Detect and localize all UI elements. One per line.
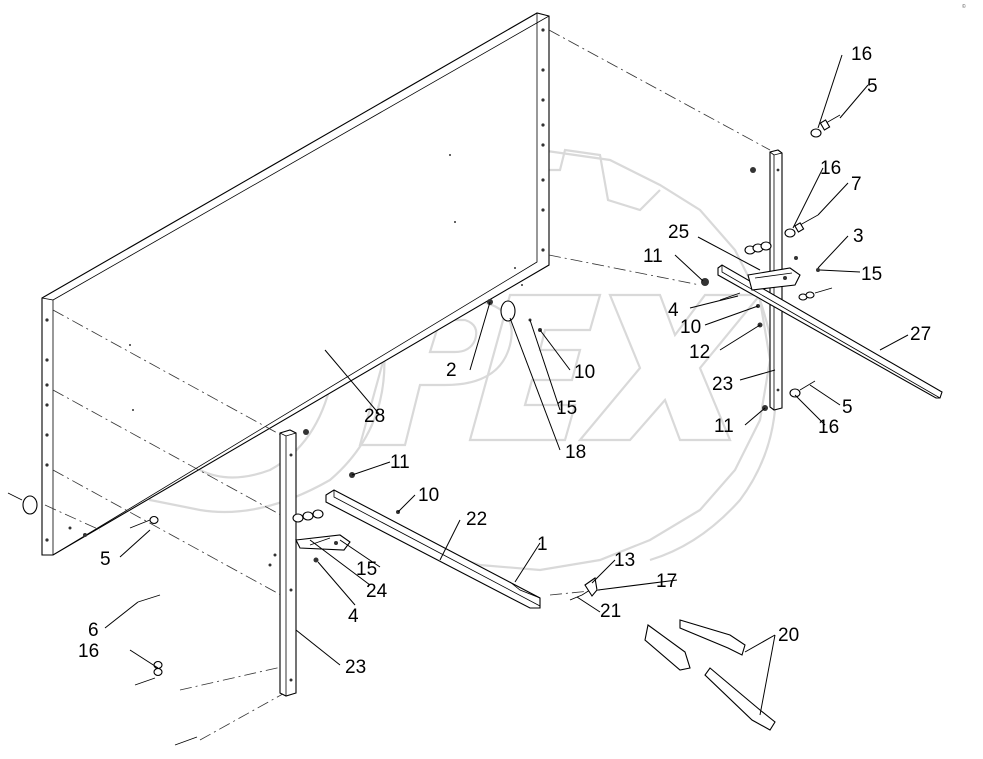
part-labels: 16 5 16 7 25 3 11 15 4 27 10 12 2 10 23 … — [78, 44, 931, 678]
bolt-5-top — [819, 114, 841, 131]
washer-16-mid — [784, 228, 796, 238]
callout-15-right: 15 — [861, 264, 882, 285]
latch-24 — [295, 534, 351, 551]
callout-15-left: 15 — [356, 559, 377, 580]
callout-4-left: 4 — [348, 606, 359, 627]
alignment-lines — [44, 29, 771, 741]
callout-27: 27 — [910, 324, 931, 345]
left-post-23 — [279, 429, 297, 697]
disc-left — [7, 492, 38, 515]
callout-2: 2 — [446, 360, 457, 381]
callout-10-right: 10 — [680, 317, 701, 338]
callout-5-top: 5 — [867, 76, 878, 97]
bolt-7 — [794, 214, 819, 233]
callout-10-center: 10 — [574, 362, 595, 383]
callout-17: 17 — [656, 571, 677, 592]
callout-16-right: 16 — [818, 417, 839, 438]
callout-28: 28 — [364, 406, 385, 427]
fasteners — [68, 114, 841, 746]
hook-parts — [509, 577, 598, 601]
callout-22: 22 — [466, 509, 487, 530]
callout-3: 3 — [853, 226, 864, 247]
callout-5-right: 5 — [842, 397, 853, 418]
callout-5-left: 5 — [100, 549, 111, 570]
latch-25 — [747, 267, 801, 291]
callout-20: 20 — [778, 625, 799, 646]
callout-6: 6 — [88, 620, 99, 641]
callout-16-left: 16 — [78, 641, 99, 662]
callout-10-left: 10 — [418, 485, 439, 506]
callout-25: 25 — [668, 222, 689, 243]
callout-4-right: 4 — [668, 300, 679, 321]
callout-11-top: 11 — [643, 246, 663, 267]
callout-16-top: 16 — [851, 44, 872, 65]
bar-22 — [325, 489, 541, 609]
straps-20 — [644, 619, 776, 731]
callout-18: 18 — [565, 442, 586, 463]
callout-23-left: 23 — [345, 657, 366, 678]
callout-1: 1 — [537, 534, 548, 555]
disc-18 — [500, 300, 516, 322]
callout-23-right: 23 — [712, 374, 733, 395]
callout-11-right: 11 — [714, 416, 734, 437]
callout-12: 12 — [689, 342, 710, 363]
callout-15-center: 15 — [556, 398, 577, 419]
callout-7: 7 — [851, 174, 862, 195]
washer-16-top — [810, 128, 822, 138]
callout-21: 21 — [600, 601, 621, 622]
callout-13: 13 — [614, 550, 635, 571]
bar-27 — [717, 264, 943, 399]
corner-mark: © — [962, 3, 966, 10]
callout-16-mid: 16 — [820, 158, 841, 179]
callout-24: 24 — [366, 581, 388, 602]
leader-lines — [104, 54, 909, 716]
callout-11-left: 11 — [390, 452, 410, 473]
